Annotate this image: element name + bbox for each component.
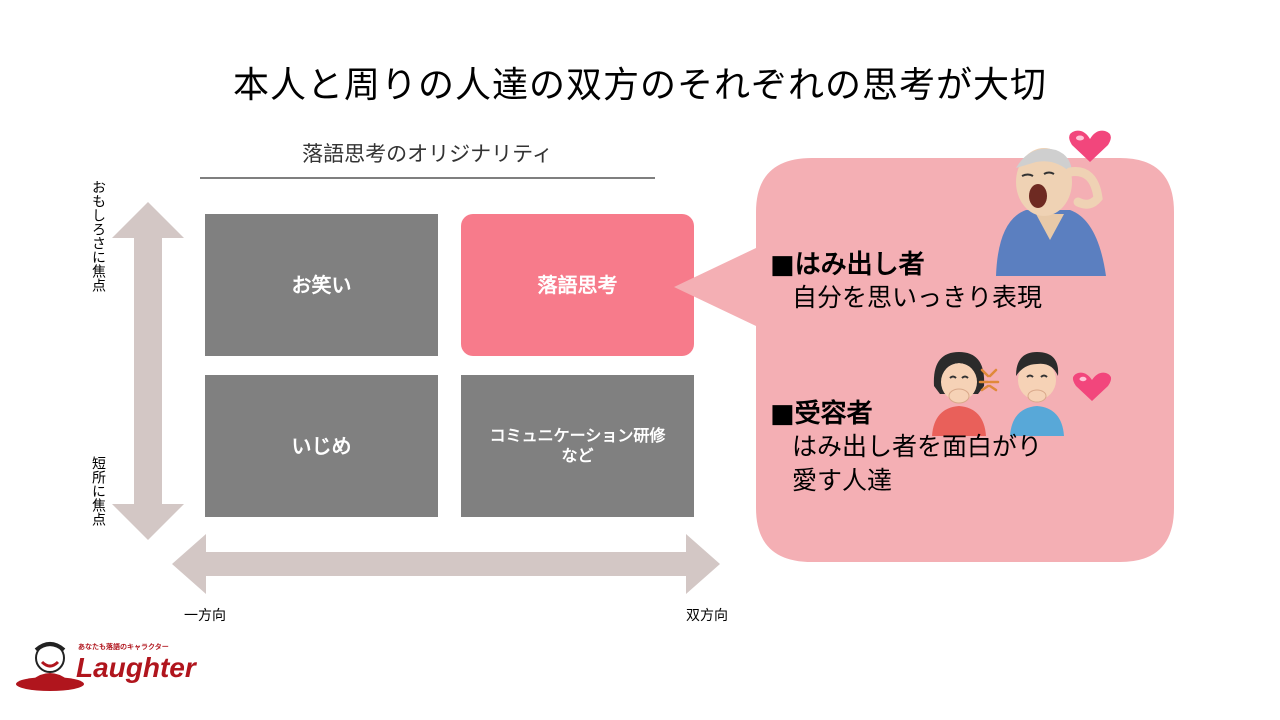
heart-icon-small: [1072, 372, 1112, 401]
callout-text: ■はみ出し者 自分を思いっきり表現 ■受容者 はみ出し者を面白がり 愛す人達: [770, 244, 1150, 497]
page-title: 本人と周りの人達の双方のそれぞれの思考が大切: [232, 65, 1047, 106]
laugh-effect-icon: [978, 368, 1000, 392]
logo-name: Laughter: [76, 652, 196, 683]
callout-section2-title: ■受容者: [770, 398, 873, 429]
boy-laughing-illustration: [1010, 352, 1064, 436]
cell-communication-training-suffix: など: [561, 446, 594, 465]
heading-divider: [200, 177, 655, 179]
x-axis-right-label: 双方向: [686, 608, 728, 624]
cell-communication-training: コミュニケーション研修 など: [461, 375, 694, 517]
cell-owarai-label: お笑い: [291, 272, 352, 297]
cell-communication-training-label: コミュニケーション研修: [489, 426, 666, 445]
cell-rakugo-shikou-label: 落語思考: [537, 272, 618, 297]
heart-icon: [1069, 130, 1111, 162]
callout-section2-body-line1: はみ出し者を面白がり: [792, 431, 1043, 461]
cell-rakugo-shikou: 落語思考: [461, 214, 694, 356]
callout-section1-title: ■はみ出し者: [770, 250, 925, 280]
callout-section2-body-line2: 愛す人達: [792, 465, 893, 495]
logo-tagline: あなたも落語のキャラクター: [78, 643, 169, 651]
cell-owarai: お笑い: [205, 214, 438, 356]
y-axis-bottom-label: 短所に焦点: [90, 456, 106, 526]
laughter-logo-mark: [16, 642, 84, 691]
matrix-heading: 落語思考のオリジナリティ: [302, 142, 553, 166]
cell-ijime-label: いじめ: [291, 433, 352, 458]
laughing-old-man-illustration: [996, 148, 1106, 276]
cell-ijime: いじめ: [205, 375, 438, 517]
vertical-double-arrow: [112, 202, 184, 540]
y-axis-top-label: おもしろさに焦点: [90, 180, 106, 292]
horizontal-double-arrow: [172, 534, 720, 594]
girl-laughing-illustration: [932, 352, 986, 436]
callout-section1-body: 自分を思いっきり表現: [792, 283, 1043, 312]
laughter-logo: あなたも落語のキャラクター Laughter: [14, 636, 204, 696]
x-axis-left-label: 一方向: [184, 608, 226, 624]
